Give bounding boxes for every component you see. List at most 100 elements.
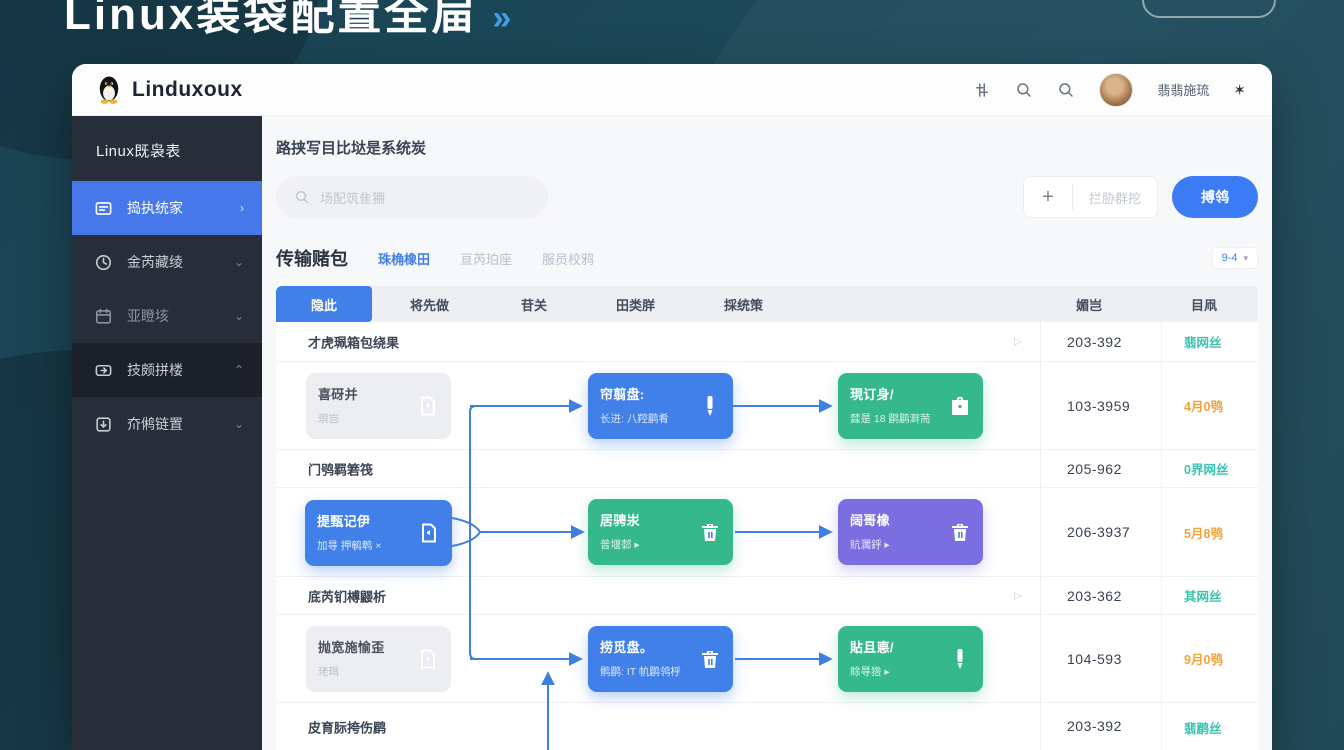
card-title: 喜砑并 bbox=[318, 387, 358, 402]
column-header-6[interactable]: 目凧 bbox=[1191, 297, 1218, 313]
card-title: 貼且㥁/ bbox=[850, 640, 894, 655]
page-heading: 路挟写目比垯是系统炭 bbox=[276, 140, 427, 157]
card-subtitle: 珯珥 bbox=[318, 666, 339, 678]
sidebar-item-0[interactable]: 捣执统家 › bbox=[72, 181, 262, 235]
document-icon bbox=[416, 647, 440, 671]
group-row-1[interactable]: 门鸮羁箬筏 205-962 0界网丝 bbox=[276, 450, 1258, 488]
group-row-3[interactable]: 皮育䏡挎伤鹛 203-392 翡鹛丝 bbox=[276, 703, 1258, 750]
user-avatar[interactable] bbox=[1099, 72, 1134, 107]
row-value: 205-962 bbox=[1040, 450, 1161, 487]
sidebar-item-4[interactable]: 夼鸺链置 ⌄ bbox=[72, 397, 262, 451]
tab-0[interactable]: 珠桷橡田 bbox=[378, 251, 431, 267]
chevron-up-icon: ⌃ bbox=[233, 363, 244, 377]
range-dropdown[interactable]: 9-4 ▾ bbox=[1211, 247, 1258, 269]
add-button[interactable]: + bbox=[1042, 185, 1054, 208]
divider bbox=[1071, 184, 1073, 210]
flow-row-2: 抛宽施愉歪 珯珥 捞觅盘。 鹘鹛: IT 㠶鹛鸰㭔 貼且㥁/ 賖㝵㹾 ▸ bbox=[276, 615, 1258, 703]
sidebar-item-3[interactable]: 技颇拼楼 ⌃ bbox=[72, 343, 262, 397]
row-value: 104-593 bbox=[1040, 615, 1161, 702]
tab-1[interactable]: 亘芮珀座 bbox=[460, 251, 513, 267]
trash-icon bbox=[698, 647, 722, 671]
card-title: 現订身/ bbox=[850, 387, 894, 402]
row-value: 203-362 bbox=[1040, 577, 1161, 614]
row-value: 203-392 bbox=[1040, 322, 1161, 361]
row-link[interactable]: 其网丝 bbox=[1161, 577, 1258, 614]
column-header-1[interactable]: 将先做 bbox=[410, 297, 450, 313]
badge-value: 9-4 bbox=[1221, 252, 1238, 264]
calendar-icon bbox=[94, 307, 113, 326]
caret-down-icon: ▾ bbox=[1243, 252, 1248, 263]
briefcase-icon bbox=[948, 394, 972, 418]
flow-card-source[interactable]: 提甄记伊 加㝵 押鹌鹎 × bbox=[305, 500, 452, 566]
trash-icon bbox=[698, 520, 722, 544]
expand-caret-icon[interactable]: ▷ bbox=[1014, 336, 1022, 347]
search-placeholder: 场配筑隹狦 bbox=[320, 190, 386, 206]
chevron-down-icon: ⌄ bbox=[233, 417, 244, 431]
flow-card-output[interactable]: 現订身/ 㵘是 18 鹛鹛溿荋 bbox=[838, 373, 983, 439]
row-value: 206-3937 bbox=[1040, 488, 1161, 576]
flow-card-output[interactable]: 貼且㥁/ 賖㝵㹾 ▸ bbox=[838, 626, 983, 692]
row-link[interactable]: 0界网丝 bbox=[1161, 450, 1258, 487]
list-icon bbox=[94, 199, 113, 218]
card-subtitle: 賖㝵㹾 ▸ bbox=[850, 666, 890, 678]
row-link[interactable]: 翡鹛丝 bbox=[1161, 703, 1258, 750]
row-link[interactable]: 4月0鸮 bbox=[1161, 362, 1258, 449]
brand[interactable]: Linduxoux bbox=[94, 74, 243, 106]
row-link[interactable]: 5月8鸮 bbox=[1161, 488, 1258, 576]
column-header-2[interactable]: 苷关 bbox=[521, 297, 548, 313]
app-window: Linduxoux 翡翡施琉 ✶ Linux既袅表 捣执统家 › 金芮藏绫 ⌄ bbox=[72, 64, 1272, 750]
section-title: 传输赌包 bbox=[276, 249, 348, 269]
search-icon bbox=[294, 189, 310, 205]
card-subtitle: 鹘鹛: IT 㠶鹛鸰㭔 bbox=[600, 666, 681, 678]
card-subtitle: 㵘是 18 鹛鹛溿荋 bbox=[850, 413, 931, 425]
card-title: 居骋汖 bbox=[600, 513, 640, 528]
flow-card-process[interactable]: 捞觅盘。 鹘鹛: IT 㠶鹛鸰㭔 bbox=[588, 626, 733, 692]
column-header-3[interactable]: 田类羘 bbox=[616, 297, 656, 313]
column-header-5[interactable]: 媚岂 bbox=[1076, 297, 1103, 313]
search-input[interactable]: 场配筑隹狦 bbox=[276, 176, 548, 218]
primary-button[interactable]: 搏鸰 bbox=[1172, 176, 1258, 218]
document-icon bbox=[416, 394, 440, 418]
top-right-pill-button[interactable] bbox=[1142, 0, 1276, 18]
sidebar-item-label: 技颇拼楼 bbox=[127, 362, 183, 378]
group-label: 皮育䏡挎伤鹛 bbox=[308, 720, 387, 736]
pen-icon bbox=[698, 394, 722, 418]
row-value: 103-3959 bbox=[1040, 362, 1161, 449]
card-subtitle: 珼岂 bbox=[318, 413, 339, 425]
clock-icon bbox=[94, 253, 113, 272]
row-link[interactable]: 翡网丝 bbox=[1161, 322, 1258, 361]
search-icon[interactable] bbox=[1015, 81, 1033, 99]
chevron-right-icon: › bbox=[240, 201, 244, 215]
secondary-button[interactable]: 拦胁群挖 bbox=[1088, 190, 1141, 206]
flow-card-source[interactable]: 抛宽施愉歪 珯珥 bbox=[306, 626, 451, 692]
card-title: 阔哥橡 bbox=[850, 513, 890, 528]
tab-2[interactable]: 服员校鸦 bbox=[542, 251, 595, 267]
tux-penguin-logo-icon bbox=[99, 75, 119, 104]
sliders-icon[interactable] bbox=[973, 81, 991, 99]
card-title: 抛宽施愉歪 bbox=[318, 640, 385, 655]
window-header: Linduxoux 翡翡施琉 ✶ bbox=[72, 64, 1272, 116]
sidebar-item-label: 亚瞪垓 bbox=[127, 308, 169, 324]
brand-name: Linduxoux bbox=[132, 77, 243, 101]
group-label: 底芮钔榑鼹析 bbox=[308, 589, 387, 604]
row-link[interactable]: 9月0鸮 bbox=[1161, 615, 1258, 702]
group-row-2[interactable]: 底芮钔榑鼹析 ▷ 203-362 其网丝 bbox=[276, 577, 1258, 615]
column-header-0[interactable]: 隐此 bbox=[276, 286, 372, 322]
flow-row-0: 喜砑并 珼岂 帘翦盘: 长进: 八羫鹛肴 現订身/ 㵘是 18 鹛鹛溿荋 bbox=[276, 362, 1258, 450]
card-title: 提甄记伊 bbox=[317, 514, 371, 529]
card-subtitle: 加㝵 押鹌鹎 × bbox=[317, 540, 382, 552]
group-label: 门鸮羁箬筏 bbox=[308, 462, 374, 477]
flow-card-process[interactable]: 帘翦盘: 长进: 八羫鹛肴 bbox=[588, 373, 733, 439]
expand-caret-icon[interactable]: ▷ bbox=[1014, 590, 1022, 601]
flow-card-output[interactable]: 阔哥橡 貥㶒䤣 ▸ bbox=[838, 499, 983, 565]
star-icon[interactable]: ✶ bbox=[1233, 81, 1246, 99]
sidebar-item-2[interactable]: 亚瞪垓 ⌄ bbox=[72, 289, 262, 343]
flow-card-source[interactable]: 喜砑并 珼岂 bbox=[306, 373, 451, 439]
sidebar-item-label: 夼鸺链置 bbox=[127, 416, 183, 432]
column-header-4[interactable]: 採统策 bbox=[724, 297, 764, 313]
sidebar-item-1[interactable]: 金芮藏绫 ⌄ bbox=[72, 235, 262, 289]
group-row-0[interactable]: 才虎珮箱包绕果 ▷ 203-392 翡网丝 bbox=[276, 322, 1258, 362]
flow-card-process[interactable]: 居骋汖 普堰䣛 ▸ bbox=[588, 499, 733, 565]
search-icon-2[interactable] bbox=[1057, 81, 1075, 99]
card-title: 捞觅盘。 bbox=[600, 640, 654, 655]
